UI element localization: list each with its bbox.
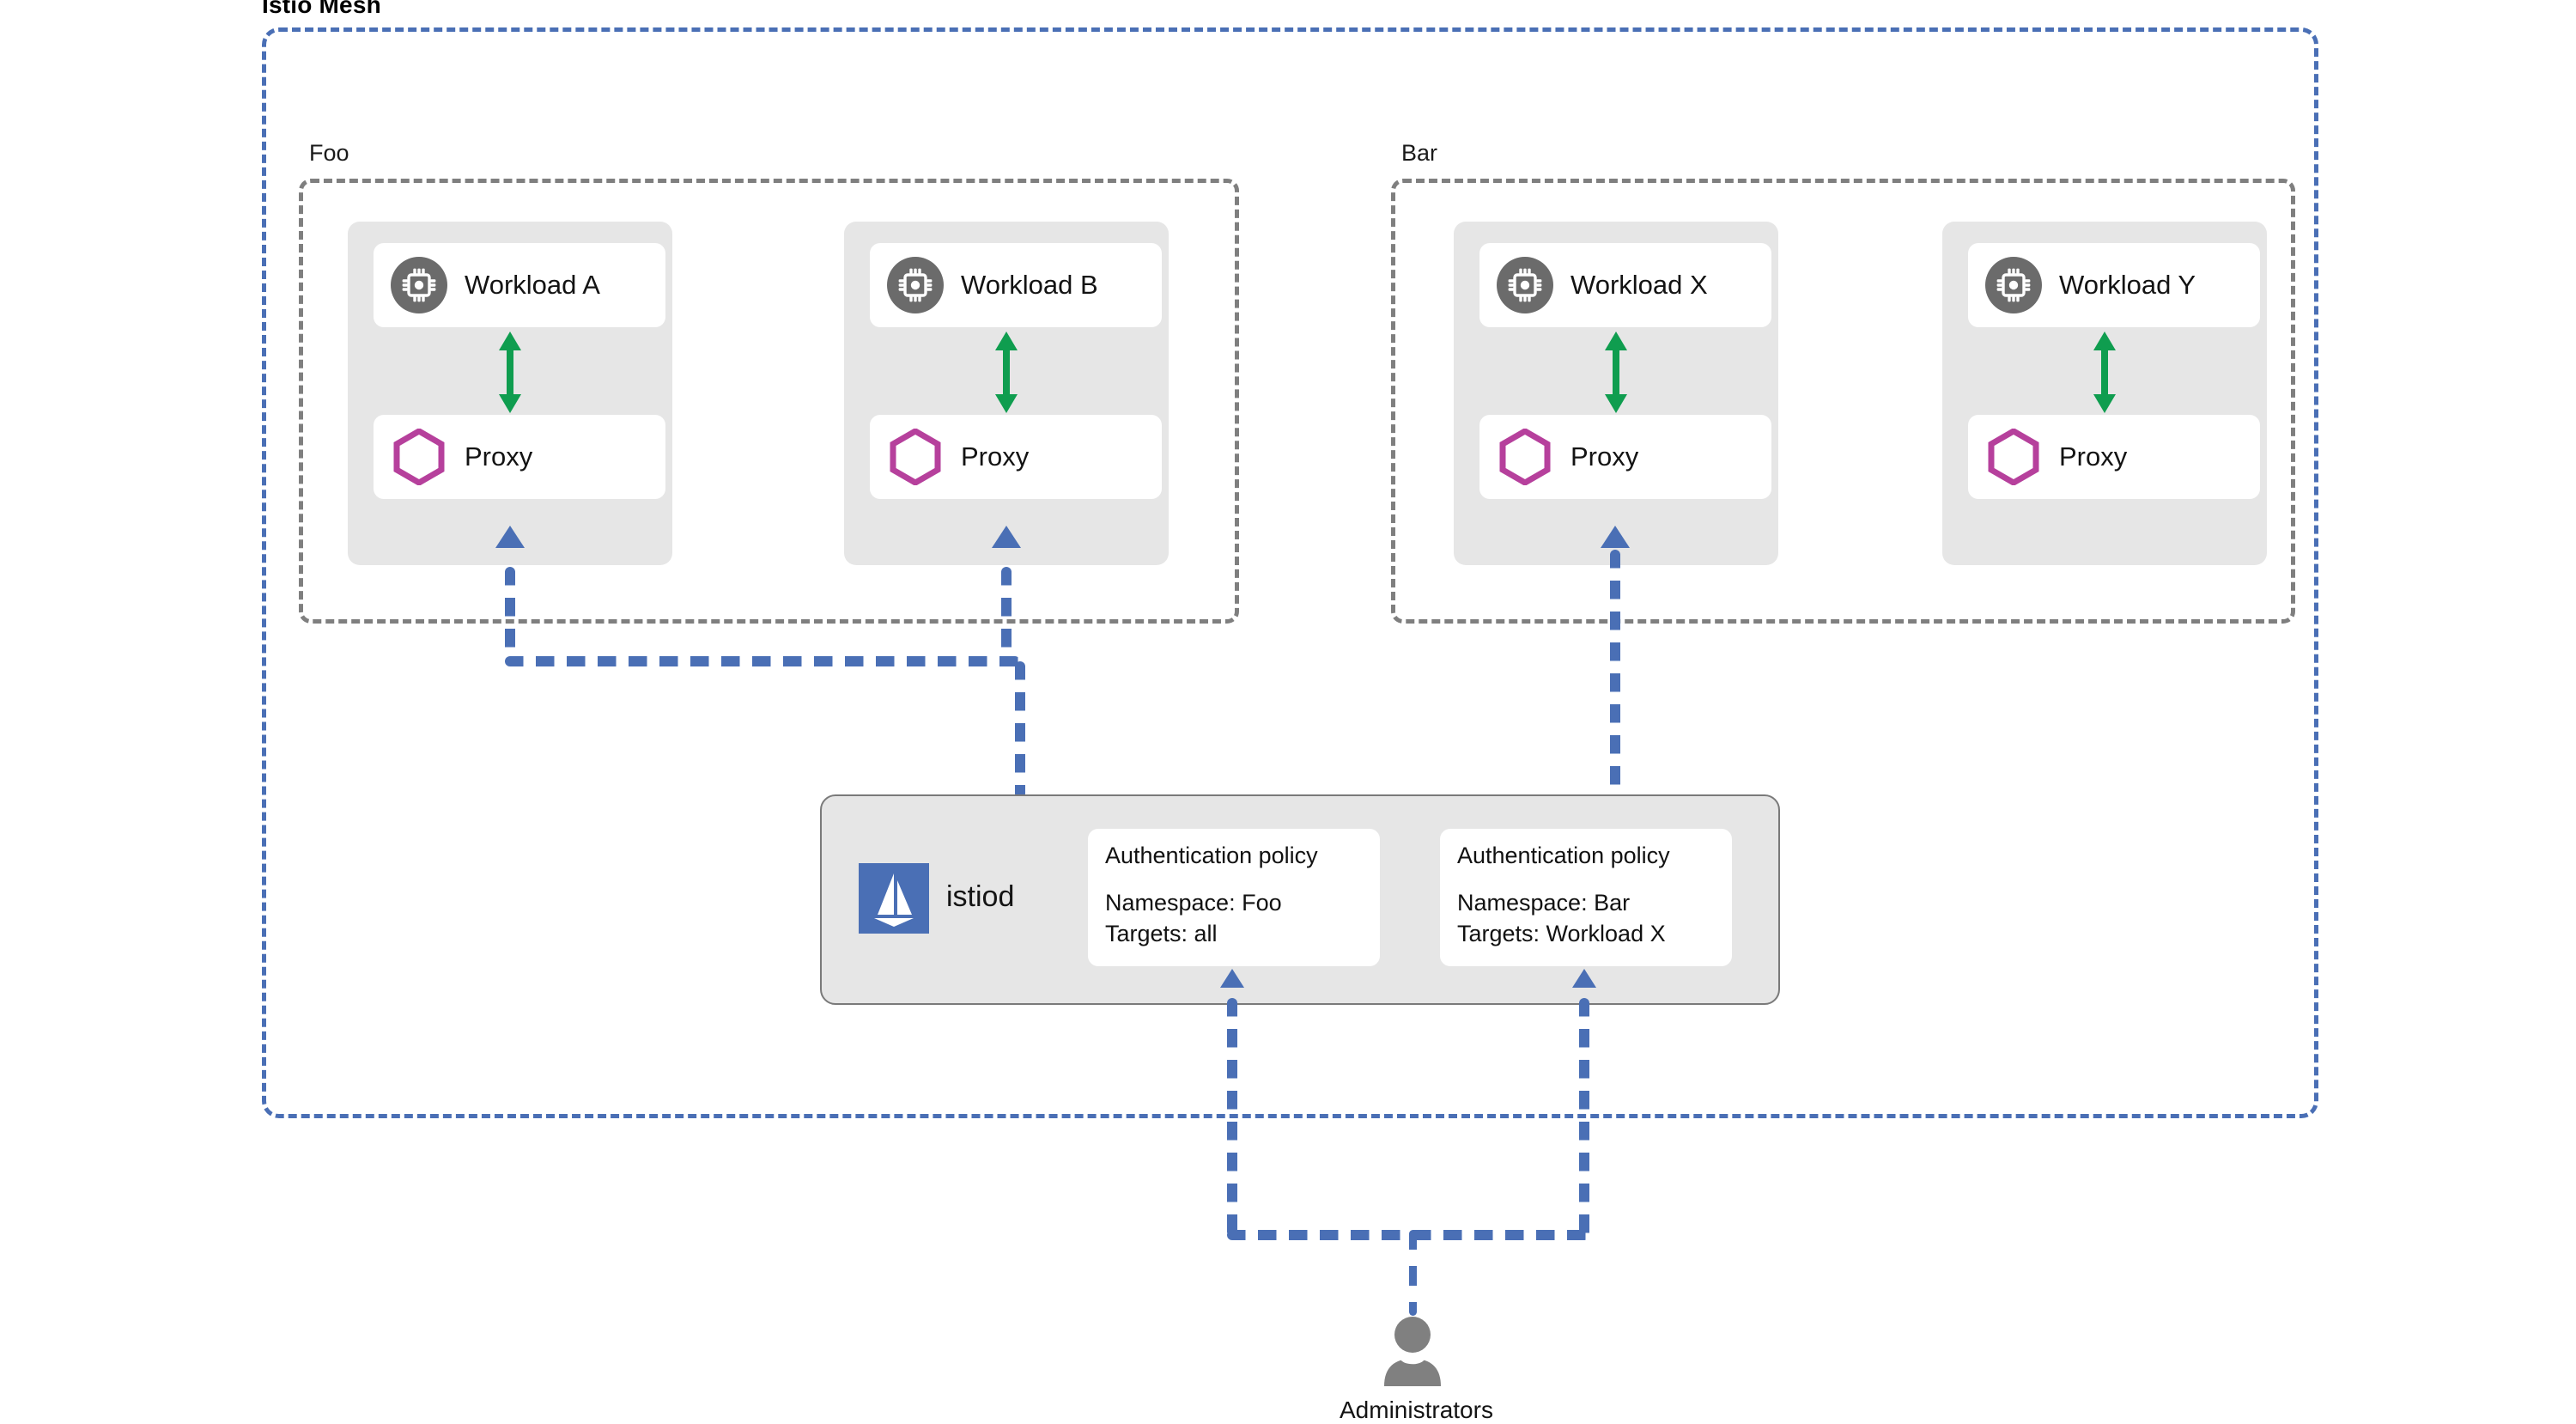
proxy-b-card: Proxy	[870, 415, 1162, 499]
pod-workload-x: Workload X Proxy	[1454, 222, 1778, 565]
cpu-chip-icon	[1985, 257, 2042, 313]
workload-x-card: Workload X	[1479, 243, 1771, 327]
person-icon	[1384, 1317, 1441, 1386]
hexagon-icon	[887, 429, 944, 485]
admin-apply-bar-riser	[1579, 998, 1589, 1238]
administrators-actor[interactable]: Administrators	[1340, 1314, 1493, 1424]
proxy-b-label: Proxy	[961, 441, 1030, 472]
policy-bar-targets: Targets: Workload X	[1457, 920, 1666, 946]
cpu-chip-icon	[1497, 257, 1553, 313]
istio-sailboat-icon	[859, 863, 929, 934]
policy-bar-namespace: Namespace: Bar	[1457, 890, 1631, 916]
pod-workload-a: Workload A Proxy	[348, 222, 672, 565]
proxy-y-card: Proxy	[1968, 415, 2260, 499]
proxy-a-label: Proxy	[465, 441, 533, 472]
authentication-policy-foo-card[interactable]: Authentication policy Namespace: Foo Tar…	[1088, 829, 1380, 966]
admin-apply-horizontal-bus	[1227, 1230, 1589, 1240]
cpu-chip-icon	[391, 257, 447, 313]
config-push-proxy-a-riser	[505, 567, 515, 661]
hexagon-icon	[1497, 429, 1553, 485]
config-push-proxy-b-arrowhead	[992, 526, 1021, 548]
namespace-foo-boundary	[299, 179, 1239, 624]
proxy-y-label: Proxy	[2059, 441, 2128, 472]
workload-a-card: Workload A	[374, 243, 665, 327]
proxy-a-card: Proxy	[374, 415, 665, 499]
config-push-foo-horizontal	[505, 656, 1020, 666]
namespace-bar-boundary	[1391, 179, 2295, 624]
config-push-proxy-b-riser	[1001, 567, 1012, 661]
workload-b-card: Workload B	[870, 243, 1162, 327]
authentication-policy-bar-card[interactable]: Authentication policy Namespace: Bar Tar…	[1440, 829, 1732, 966]
admin-apply-stem	[1409, 1230, 1417, 1316]
hexagon-icon	[391, 429, 447, 485]
policy-foo-targets: Targets: all	[1105, 920, 1218, 946]
green-double-arrow-icon	[994, 332, 1018, 413]
admin-apply-bar-arrowhead	[1572, 969, 1596, 988]
istiod-panel: istiod Authentication policy Namespace: …	[820, 794, 1780, 1005]
config-push-proxy-x-arrowhead	[1601, 526, 1630, 548]
green-double-arrow-icon	[498, 332, 522, 413]
namespace-foo-label: Foo	[302, 140, 356, 167]
pod-workload-b: Workload B Proxy	[844, 222, 1169, 565]
admin-apply-foo-arrowhead	[1220, 969, 1244, 988]
workload-a-label: Workload A	[465, 270, 600, 300]
admin-apply-foo-riser	[1227, 998, 1237, 1238]
policy-foo-title: Authentication policy	[1105, 843, 1318, 868]
green-double-arrow-icon	[2093, 332, 2117, 413]
proxy-x-card: Proxy	[1479, 415, 1771, 499]
hexagon-icon	[1985, 429, 2042, 485]
administrators-label: Administrators	[1340, 1397, 1493, 1423]
config-push-proxy-x-riser	[1610, 550, 1620, 799]
config-push-foo-trunk	[1015, 661, 1025, 799]
config-push-proxy-a-arrowhead	[495, 526, 525, 548]
proxy-x-label: Proxy	[1571, 441, 1639, 472]
policy-foo-namespace: Namespace: Foo	[1105, 890, 1282, 916]
green-double-arrow-icon	[1604, 332, 1628, 413]
workload-x-label: Workload X	[1571, 270, 1708, 300]
workload-y-card: Workload Y	[1968, 243, 2260, 327]
policy-bar-title: Authentication policy	[1457, 843, 1670, 868]
istio-mesh-title: Istio Mesh	[262, 0, 381, 18]
cpu-chip-icon	[887, 257, 944, 313]
istio-mesh-boundary	[262, 27, 2318, 1118]
pod-workload-y: Workload Y Proxy	[1942, 222, 2267, 565]
workload-b-label: Workload B	[961, 270, 1098, 300]
namespace-bar-label: Bar	[1394, 140, 1445, 167]
workload-y-label: Workload Y	[2059, 270, 2196, 300]
istiod-label: istiod	[946, 880, 1015, 913]
